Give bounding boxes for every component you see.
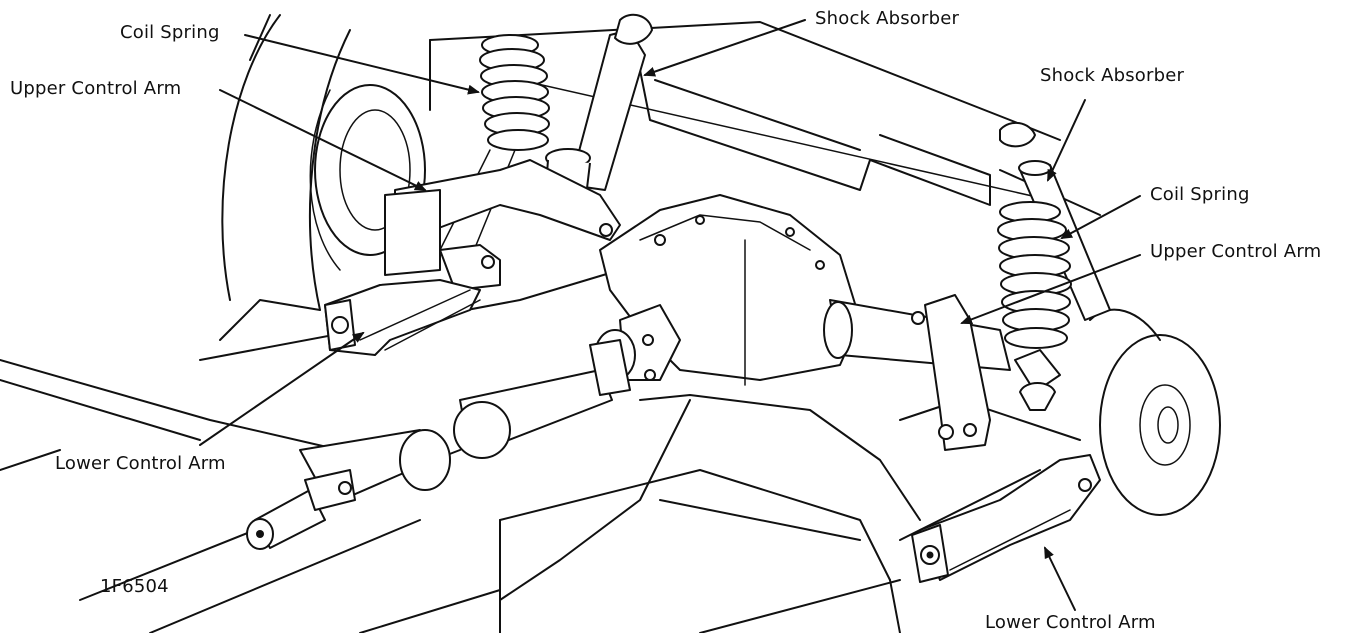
leader-coil-spring-left	[244, 34, 480, 95]
leader-shock-absorber-top	[643, 19, 806, 77]
leader-upper-control-arm-left	[219, 89, 427, 191]
leader-lines	[199, 19, 1141, 611]
upper-control-arm-right-part	[911, 294, 991, 451]
label-upper-control-arm-left: Upper Control Arm	[10, 78, 182, 99]
leader-lower-control-arm-right	[1044, 546, 1076, 611]
coil-spring-left-part	[439, 34, 550, 261]
leader-coil-spring-right	[1060, 195, 1141, 239]
label-upper-control-arm-right: Upper Control Arm	[1150, 241, 1322, 262]
drive-shaft	[246, 339, 631, 550]
leader-lower-control-arm-left	[199, 331, 365, 446]
label-lower-control-arm-right: Lower Control Arm	[985, 612, 1156, 633]
upper-control-arm-left-part	[384, 159, 621, 291]
leader-shock-absorber-right	[1047, 99, 1086, 182]
label-lower-control-arm-left: Lower Control Arm	[55, 453, 226, 474]
lower-control-arm-right-part	[911, 454, 1101, 583]
label-shock-absorber-top: Shock Absorber	[815, 8, 960, 29]
label-coil-spring-left: Coil Spring	[120, 22, 220, 43]
figure-id: 1F6504	[100, 576, 169, 597]
label-shock-absorber-right: Shock Absorber	[1040, 65, 1185, 86]
leader-upper-control-arm-right	[960, 254, 1141, 325]
label-coil-spring-right: Coil Spring	[1150, 184, 1250, 205]
coil-spring-right-part	[997, 201, 1072, 411]
